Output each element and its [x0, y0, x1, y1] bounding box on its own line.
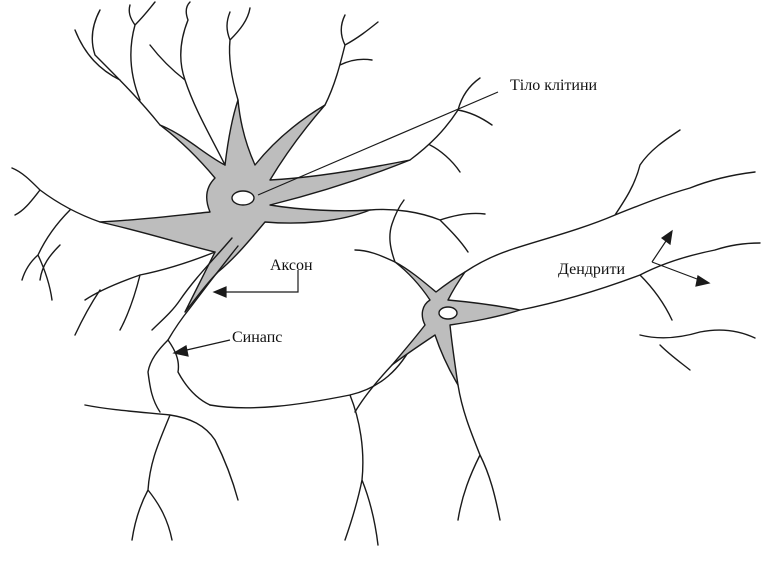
small-neuron-nucleus [439, 307, 457, 319]
dendrites-pointer [652, 235, 705, 282]
small-neuron-soma [392, 262, 520, 385]
cell-body-label: Тіло клітини [510, 78, 597, 94]
axon-path [152, 238, 232, 330]
large-neuron-nucleus [232, 191, 254, 205]
axon-label: Аксон [270, 258, 313, 274]
dendrites-label: Дендрити [558, 262, 625, 278]
dendrite-branch [75, 2, 225, 165]
large-neuron-soma [100, 100, 410, 312]
synapse-label: Синапс [232, 330, 282, 346]
